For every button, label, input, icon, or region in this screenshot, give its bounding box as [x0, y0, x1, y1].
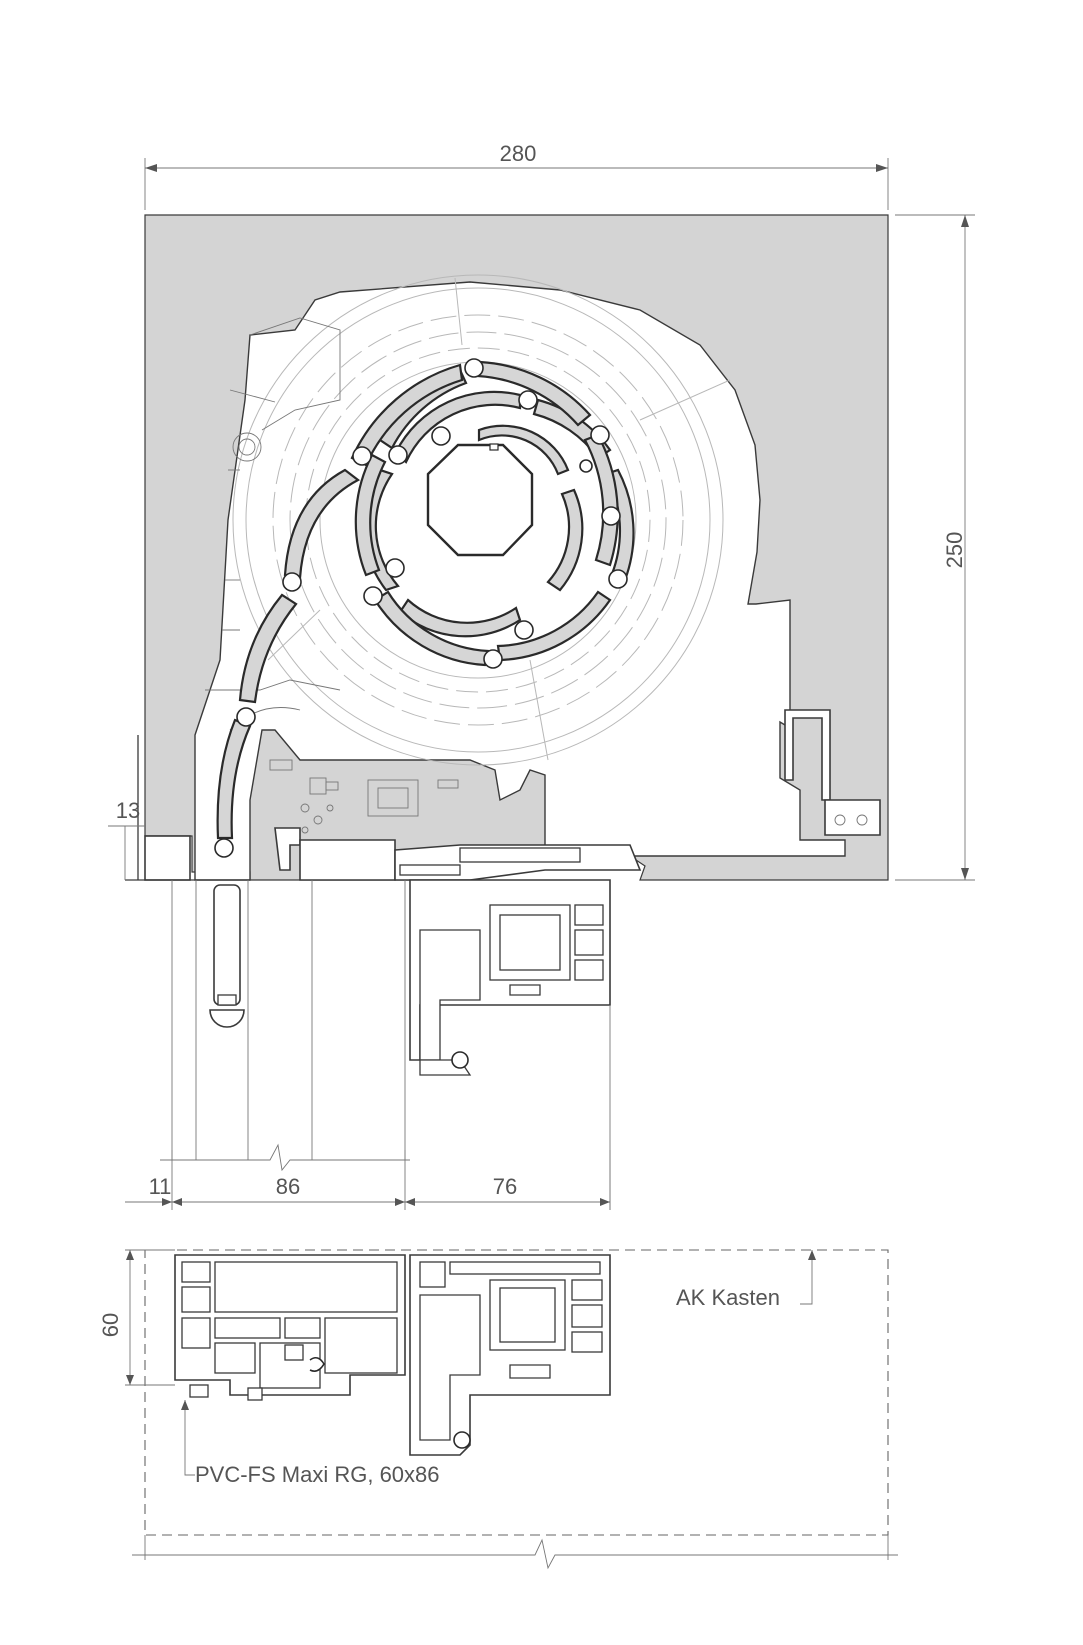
- end-cap-ring-1: [245, 287, 711, 753]
- dim-label-280: 280: [500, 141, 537, 166]
- profile-section: AK Kasten PVC-FS Maxi RG, 60x86 60: [98, 1249, 898, 1570]
- dim-label-60: 60: [98, 1313, 123, 1337]
- window-gasket: [509, 1364, 551, 1379]
- end-cap-rib-right: [639, 379, 731, 421]
- dim-height-250: 250: [895, 214, 975, 881]
- end-cap-outer: [232, 274, 724, 766]
- profile-label: PVC-FS Maxi RG, 60x86: [195, 1462, 440, 1487]
- shutter-box-section: [125, 214, 889, 1210]
- shaft-key: [489, 443, 499, 451]
- window-cell-2: [449, 1261, 601, 1275]
- frame-cell-8: [214, 1342, 256, 1374]
- end-cap-ring-3: [289, 331, 667, 709]
- window-cell-5: [571, 1331, 603, 1353]
- ak-kasten-label: AK Kasten: [676, 1285, 780, 1310]
- reveal-lines: [160, 880, 611, 1210]
- motor-side-detail: [269, 759, 459, 834]
- bottom-slat: [209, 884, 245, 1028]
- guide-bracket: [205, 317, 341, 731]
- end-cap-rib-top: [454, 277, 463, 346]
- right-screw-2: [856, 814, 868, 826]
- frame-cell-1: [181, 1261, 211, 1283]
- dim-width-280: 280: [144, 141, 889, 210]
- frame-cell-10: [284, 1344, 304, 1361]
- frame-foot-2: [247, 1387, 263, 1401]
- frame-cell-2: [181, 1286, 211, 1313]
- frame-cell-4: [181, 1317, 211, 1349]
- right-screw: [834, 814, 846, 826]
- end-cap-rib-bottom: [529, 659, 549, 761]
- window-cell-3: [571, 1279, 603, 1301]
- slat-hooks: [214, 358, 628, 858]
- dim-chain-bottom: 11 86 76: [125, 1150, 611, 1210]
- box-bottom-profiles: [274, 827, 642, 881]
- dim-label-86: 86: [276, 1174, 300, 1199]
- window-seal: [453, 1431, 471, 1449]
- dim-label-11: 11: [149, 1174, 172, 1199]
- shutter-slats: [216, 360, 635, 840]
- frame-cell-3: [214, 1261, 398, 1313]
- octagonal-shaft: [426, 443, 534, 557]
- break-line: [132, 1538, 898, 1570]
- frame-cell-6: [284, 1317, 321, 1339]
- frame-cell-7: [324, 1317, 398, 1374]
- outer-reveal: [144, 835, 191, 881]
- right-bottom-profile: [824, 799, 881, 836]
- window-frame-section: [409, 879, 611, 1076]
- dim-offset-13: 13: [108, 798, 145, 880]
- box-cavity: [194, 281, 846, 881]
- frame-foot-1: [189, 1384, 209, 1398]
- window-cell-4: [571, 1304, 603, 1328]
- frame-cell-5: [214, 1317, 281, 1339]
- frame-hook: [309, 1356, 325, 1372]
- end-cap-ring-2: [272, 314, 684, 726]
- window-sash-cell: [419, 1294, 481, 1441]
- end-cap-rib-left: [267, 609, 321, 661]
- dim-label-250: 250: [942, 532, 967, 569]
- dim-label-76: 76: [493, 1174, 517, 1199]
- ak-kasten-leader: [800, 1250, 813, 1305]
- ak-kasten-arrow: [808, 1250, 816, 1260]
- profile-leader: [184, 1400, 195, 1476]
- window-inner-cell: [499, 1287, 556, 1343]
- window-cell-1: [419, 1261, 446, 1288]
- profile-arrow: [181, 1400, 189, 1410]
- dim-label-13: 13: [116, 798, 140, 823]
- right-guide-profile: [784, 709, 831, 801]
